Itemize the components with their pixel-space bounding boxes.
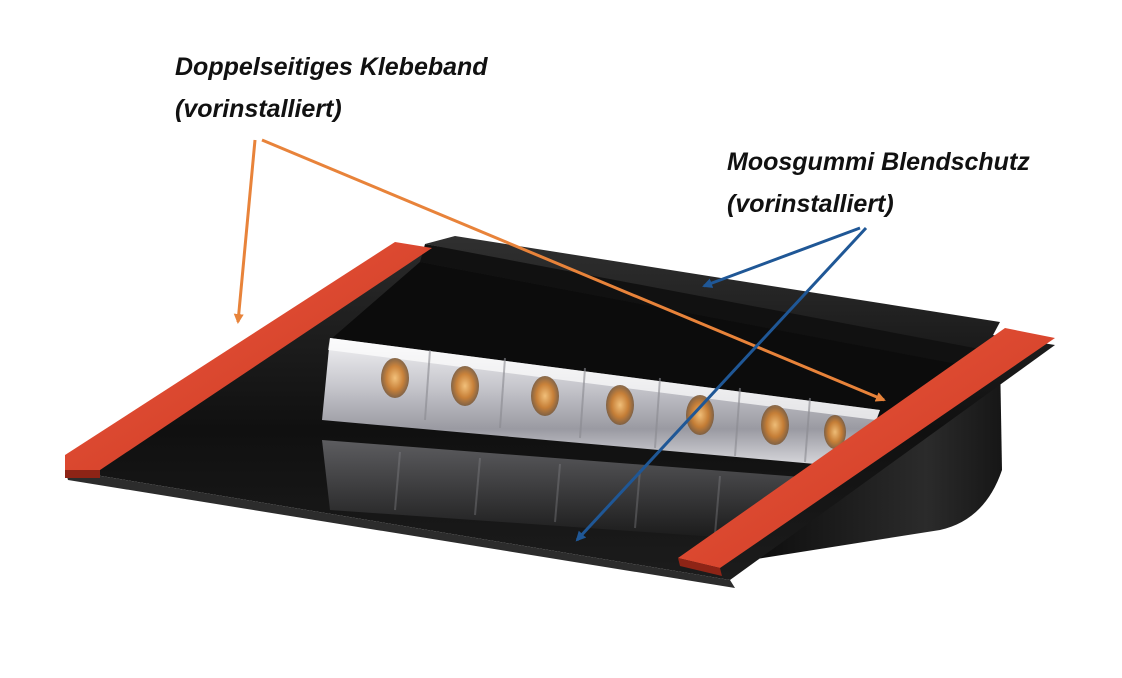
lens-reflection: [322, 440, 840, 540]
tape-right: [678, 328, 1055, 568]
housing-lip: [65, 470, 735, 588]
foam-label-line2: (vorinstalliert): [727, 190, 894, 218]
tape-arrows: [233, 138, 886, 402]
foam-label-line1: Moosgummi Blendschutz: [727, 148, 1030, 176]
tape-label-line1: Doppelseitiges Klebeband: [175, 53, 488, 81]
foam-arrows: [575, 226, 868, 542]
tape-label: Doppelseitiges Klebeband (vorinstalliert…: [175, 46, 488, 130]
tape-left: [65, 242, 432, 470]
foam-label: Moosgummi Blendschutz (vorinstalliert): [727, 141, 1030, 225]
led-segments: [381, 358, 846, 449]
tape-label-line2: (vorinstalliert): [175, 95, 342, 123]
foam-shield: [425, 236, 1000, 350]
